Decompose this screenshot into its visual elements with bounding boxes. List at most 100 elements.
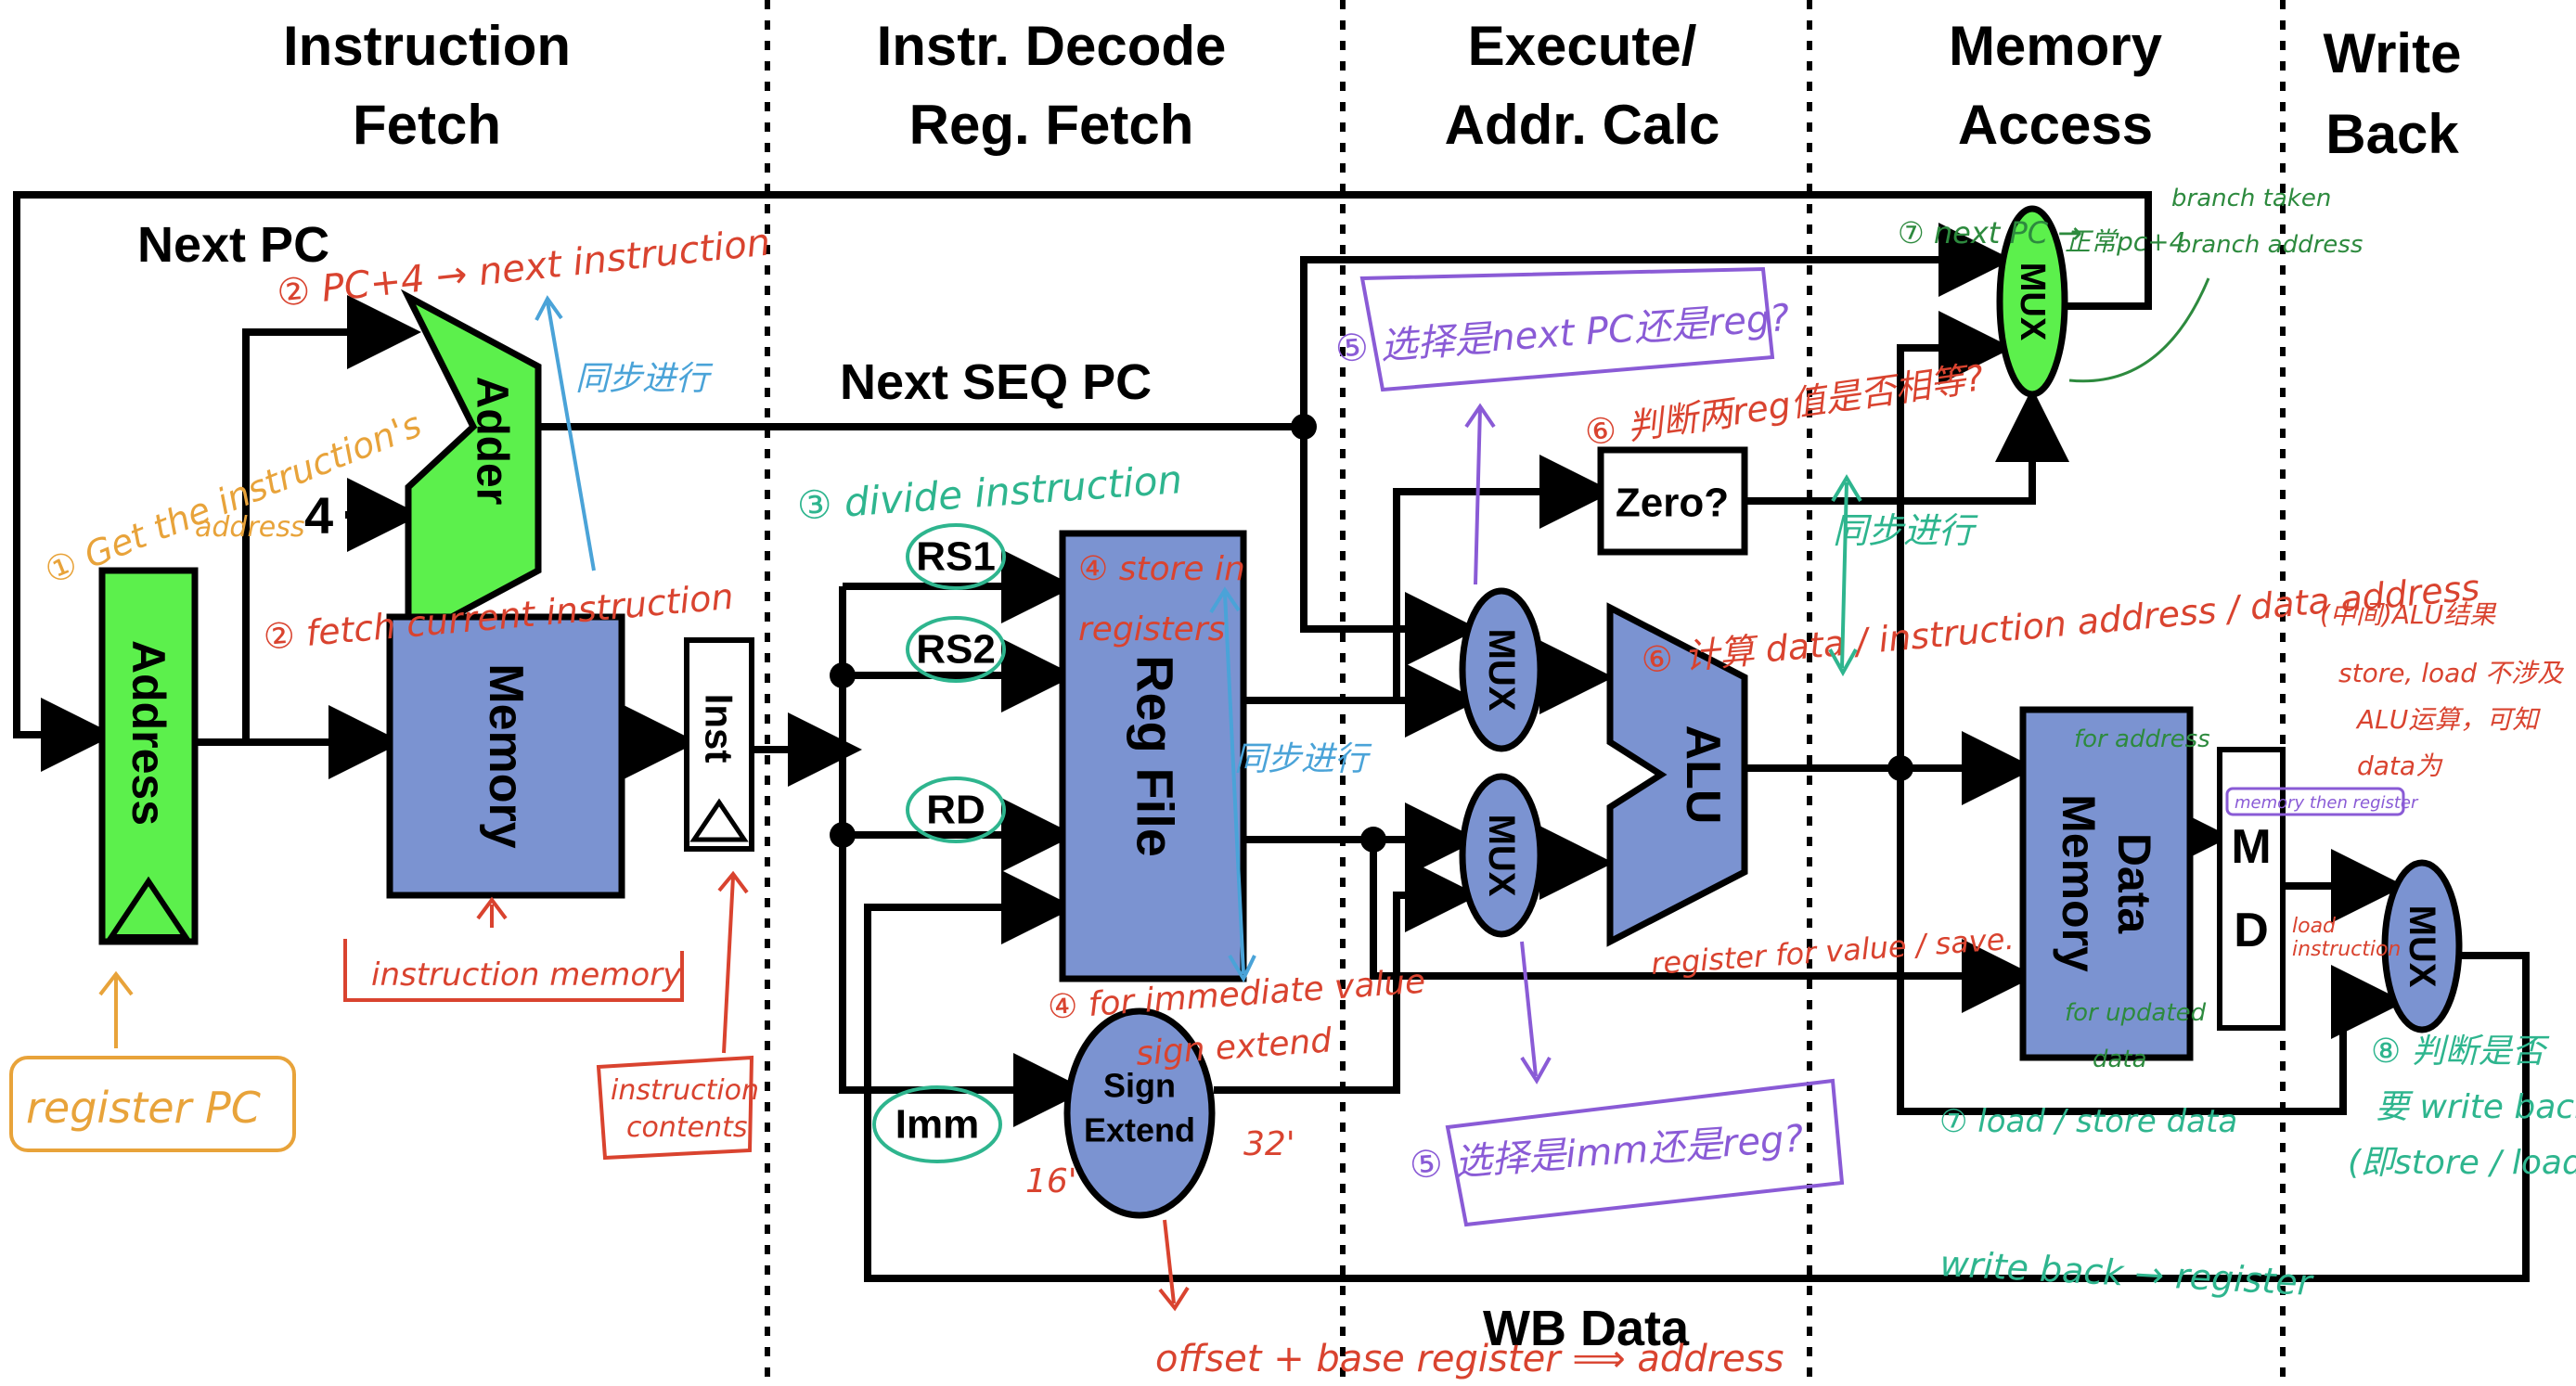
alu-mux-b: MUX <box>1459 773 1544 938</box>
wire-imm-mux <box>1214 858 1479 1094</box>
get-address-note-line2: address <box>195 511 305 544</box>
register-file: Reg File <box>1059 530 1247 982</box>
mux-a-label: MUX <box>1481 629 1522 712</box>
branch-taken-note: branch taken <box>2171 185 2331 212</box>
choose-imm-note: ⑤ 选择是imm还是reg? <box>1408 1117 1804 1187</box>
inst-register: Inst <box>684 637 754 852</box>
stage-if-line2: Fetch <box>353 94 501 156</box>
choose-next-pc-arrow <box>1464 403 1496 585</box>
rs1-label: RS1 <box>916 534 996 580</box>
tongbu-1-note: 同步进行 <box>575 360 714 398</box>
divide-instruction-note: ③ divide instruction <box>795 456 1183 529</box>
wb-mux: MUX <box>2381 859 2463 1033</box>
zero-label: Zero? <box>1616 481 1729 526</box>
stage-id-line1: Instr. Decode <box>877 15 1227 77</box>
for-updated-line2: data <box>2093 1046 2147 1073</box>
tongbu-1-arrow <box>535 295 596 571</box>
choose-next-pc-box <box>1359 266 1775 392</box>
write-back-register-note: write back → register <box>1939 1243 2315 1303</box>
md-line2: D <box>2234 904 2269 957</box>
adder: Adder <box>400 289 542 646</box>
sign-extend-line1: Sign <box>1103 1067 1176 1105</box>
zero-test: Zero? <box>1597 446 1748 556</box>
stage-wb-line1: Write <box>2324 22 2462 84</box>
load-store-data-note: ⑦ load / store data <box>1939 1103 2237 1140</box>
wire-alu-wbmux <box>1897 768 2405 1115</box>
junction-rd <box>830 822 856 848</box>
branch-mux-label: MUX <box>2013 263 2052 341</box>
address-register: Address <box>98 567 199 945</box>
mux-b-label: MUX <box>1481 815 1522 897</box>
next-pc-mux-note: ⑦ next PC → <box>1898 215 2082 250</box>
stage-if-line1: Instruction <box>283 15 571 77</box>
stage-id-line2: Reg. Fetch <box>909 94 1194 156</box>
junction-rs2 <box>830 662 856 688</box>
adder-label: Adder <box>468 377 517 506</box>
wire-rs2-datamem <box>1370 840 2036 1013</box>
reg-file-label: Reg File <box>1127 655 1185 857</box>
stage-ex-line1: Execute/ <box>1468 15 1697 77</box>
judge-reg-note: ⑥ 判断两reg值是否相等? <box>1582 357 1986 454</box>
alu-label: ALU <box>1676 725 1730 825</box>
wire-seq-to-alumux <box>1300 427 1479 666</box>
register-pc-box <box>9 1056 296 1152</box>
choose-imm-arrow <box>1520 941 1552 1084</box>
junction-alu-out <box>1887 755 1913 781</box>
rs2-label: RS2 <box>916 627 996 673</box>
offset-base-note: offset + base register ⟹ address <box>1155 1338 1784 1380</box>
wires <box>13 191 2530 1282</box>
md-line1: M <box>2231 820 2271 874</box>
wire-rs1-zero <box>1245 455 1614 704</box>
wire-address-adder <box>242 295 421 742</box>
pc-plus-4-note: ② PC+4 → next instruction <box>275 221 772 315</box>
wire-seq-to-mux <box>1300 223 2013 427</box>
store-registers-line1: ④ store in <box>1078 550 1245 588</box>
rd-circle <box>906 776 1006 843</box>
imm-circle <box>872 1085 1002 1163</box>
get-address-note-line1: ① Get the instruction's <box>39 404 427 592</box>
junctions <box>830 414 1913 853</box>
instruction-memory-bracket <box>343 896 684 1002</box>
branch-note-curve <box>2068 277 2210 383</box>
memory-label: Memory <box>479 663 533 848</box>
alu-mux-a: MUX <box>1459 587 1544 752</box>
stage-ex-line2: Addr. Calc <box>1445 94 1720 156</box>
next-pc-label: Next PC <box>137 217 329 273</box>
middle-note-line4: data为 <box>2357 751 2443 781</box>
tongbu-3-note: 同步进行 <box>1833 510 1978 551</box>
constant-four: 4 <box>304 486 333 545</box>
sign-extend-line2: Extend <box>1084 1111 1195 1149</box>
branch-mux: MUX <box>1996 205 2068 398</box>
instruction-memory: Memory <box>386 613 625 899</box>
wire-alu-branch <box>1897 311 2013 768</box>
rs1-circle <box>906 523 1006 590</box>
address-label: Address <box>122 640 174 826</box>
register-pc-arrow <box>98 970 134 1048</box>
stage-dividers <box>765 0 2286 1386</box>
stage-mem-line1: Memory <box>1949 15 2163 77</box>
data-memory-line2: Memory <box>2053 794 2105 972</box>
memory-register-box <box>2225 787 2405 816</box>
tongbu-2-note: 同步进行 <box>1234 740 1372 778</box>
bits-16-note: 16' <box>1025 1162 1077 1200</box>
stage-mem-line2: Access <box>1958 94 2153 156</box>
stage-wb-line2: Back <box>2325 103 2459 165</box>
inst-label: Inst <box>698 694 741 764</box>
tongbu-3-arrow <box>1828 474 1862 677</box>
wb-data-label: WB Data <box>1483 1301 1690 1356</box>
zhengchang-note: 正常pc+4 <box>2065 226 2185 257</box>
tongbu-2-arrow <box>1209 586 1256 983</box>
data-memory-line1: Data <box>2108 833 2160 935</box>
wb-mux-label: MUX <box>2402 905 2442 988</box>
middle-note-line3: ALU运算，可知 <box>2355 704 2541 735</box>
load-instruction-line1: load <box>2292 915 2337 938</box>
offset-arrow <box>1158 1219 1190 1312</box>
middle-note-line2: store, load 不涉及 <box>2338 658 2565 688</box>
instruction-contents-line1: instruction <box>611 1074 759 1107</box>
instruction-contents-line2: contents <box>626 1111 748 1144</box>
store-registers-line2: registers <box>1078 610 1225 648</box>
load-instruction-line2: instruction <box>2292 938 2401 961</box>
junction-seq <box>1291 414 1317 440</box>
bits-32-note: 32' <box>1243 1125 1295 1163</box>
